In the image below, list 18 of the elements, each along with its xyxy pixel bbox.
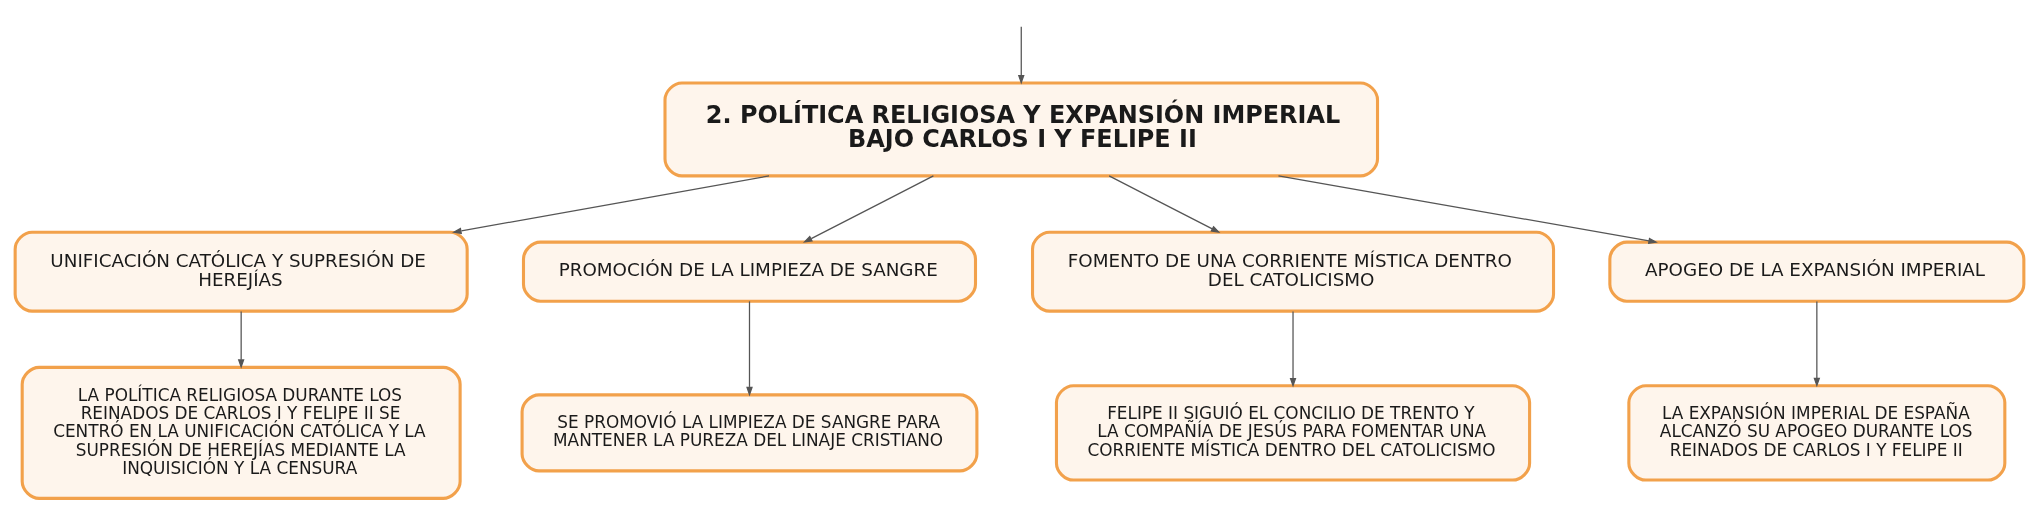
arrow (802, 175, 935, 243)
node-box: LA EXPANSIÓN IMPERIAL DE ESPAÑA ALCANZÓ SU APOGEO DURANTE LOS REINADOS DE CARLOS I Y FELIPE II (1627, 384, 2007, 482)
arrow (237, 310, 245, 369)
arrow (746, 300, 753, 397)
node-box: FELIPE II SIGUIÓ EL CONCILIO DE TRENTO Y LA COMPAÑÍA DE JESÚS PARA FOMENTAR UNA CORRIENTE MÍSTICA DENTRO DEL CATOLICISMO (1054, 384, 1532, 482)
node-box: LA POLÍTICA RELIGIOSA DURANTE LOS REINADOS DE CARLOS I Y FELIPE II SE CENTRÓ EN LA UNIFICACIÓN CATÓLICA Y LA SUPRESIÓN DE HEREJÍAS MEDIANTE LA INQUISICIÓN Y LA CENSURA (20, 365, 462, 500)
arrow (1277, 175, 1658, 245)
node-box: SE PROMOVIÓ LA LIMPIEZA DE SANGRE PARA MANTENER LA PUREZA DEL LINAJE CRISTIANO (520, 393, 979, 473)
node-box: FOMENTO DE UNA CORRIENTE MÍSTICA DENTRO DEL CATOLICISMO (1031, 230, 1556, 313)
node-box: APOGEO DE LA EXPANSIÓN IMPERIAL (1608, 240, 2026, 303)
arrow (452, 175, 770, 235)
node-box: PROMOCIÓN DE LA LIMPIEZA DE SANGRE (521, 240, 978, 303)
node-box: 2. POLÍTICA RELIGIOSA Y EXPANSIÓN IMPERIAL BAJO CARLOS I Y FELIPE II (663, 81, 1380, 178)
arrow (1017, 26, 1025, 85)
arrow (1813, 300, 1821, 388)
node-box: UNIFICACIÓN CATÓLICA Y SUPRESIÓN DE HEREJÍAS (13, 230, 469, 313)
arrow (1289, 310, 1297, 388)
arrow (1108, 175, 1221, 233)
